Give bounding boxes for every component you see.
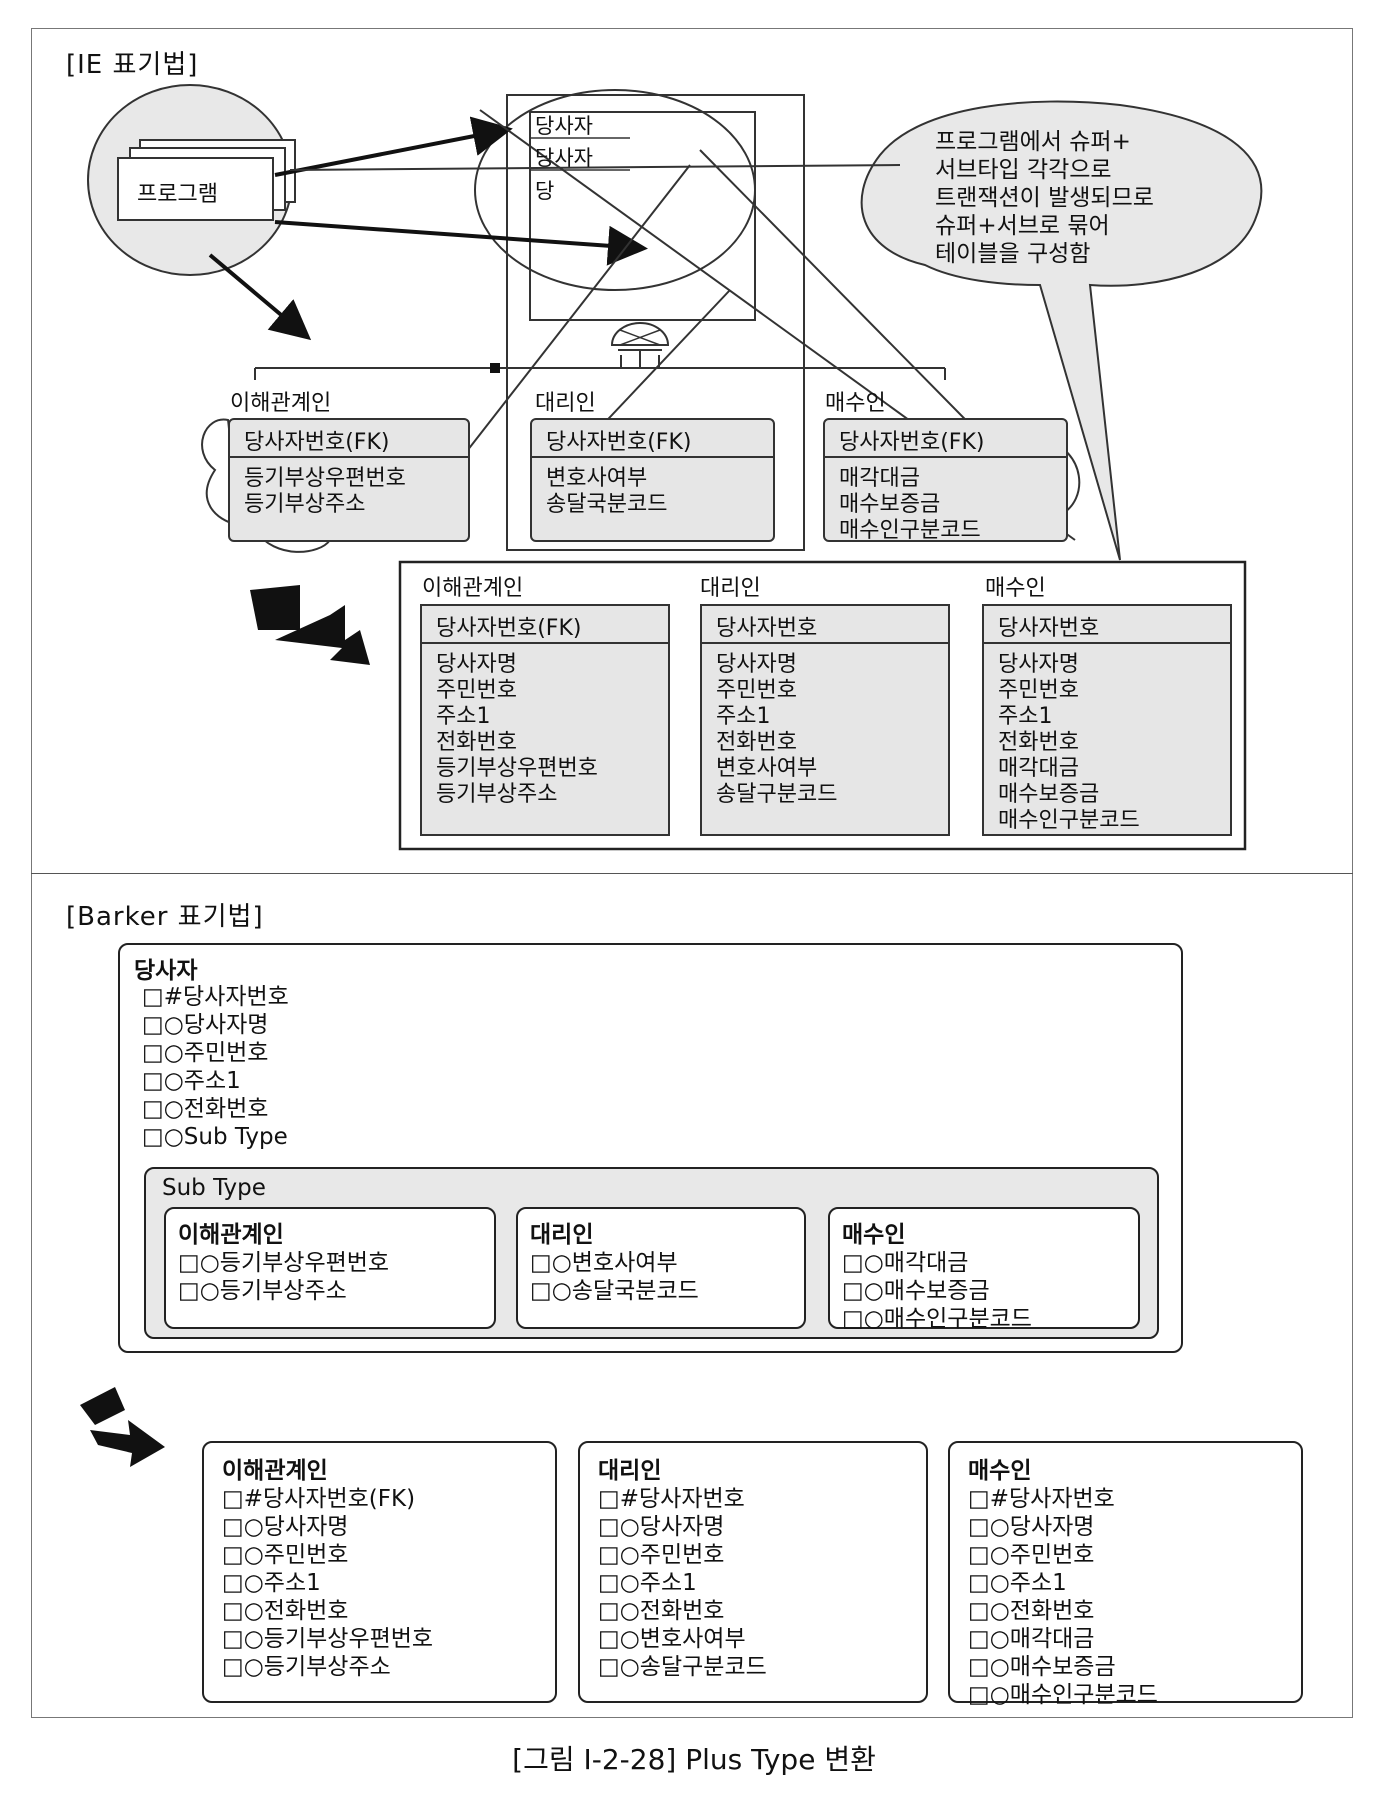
program-document	[117, 157, 274, 221]
pk-field: 당사자번호(FK)	[532, 420, 773, 458]
supertype-name: 당사자	[535, 114, 593, 138]
supertype-entity	[529, 111, 756, 321]
barker-supertype-entity: 당사자 □#당사자번호□○당사자명 □○주민번호□○주소1 □○전화번호□○Su…	[118, 943, 1183, 1353]
barker-subtype-interested: 이해관계인 □○등기부상우편번호□○등기부상주소	[164, 1207, 496, 1329]
figure-caption: [그림 Ⅰ-2-28] Plus Type 변환	[512, 1743, 876, 1776]
barker-result-interested: 이해관계인 □#당사자번호(FK)□○당사자명 □○주민번호□○주소1 □○전화…	[202, 1441, 557, 1703]
pk-field: 당사자번호(FK)	[825, 420, 1066, 458]
supertype-pk: 당사자	[535, 146, 593, 170]
section-divider	[31, 873, 1353, 874]
barker-result-agent: 대리인 □#당사자번호□○당사자명 □○주민번호□○주소1 □○전화번호□○변호…	[578, 1441, 928, 1703]
subtype-label-interested: 이해관계인	[230, 391, 332, 416]
result-label-interested: 이해관계인	[422, 576, 524, 601]
subtype-label-buyer: 매수인	[825, 391, 886, 416]
transform-arrow-icon	[80, 1387, 165, 1467]
entity-name: 당사자	[134, 958, 198, 984]
subtype-group-label: Sub Type	[162, 1175, 266, 1201]
supertype-oval	[474, 89, 756, 291]
ie-section-title: [IE 표기법]	[66, 50, 199, 80]
barker-result-buyer: 매수인 □#당사자번호□○당사자명 □○주민번호□○주소1 □○전화번호□○매각…	[948, 1441, 1303, 1708]
callout-text: 프로그램에서 슈퍼+ 서브타입 각각으로 트랜잭션이 발생되므로 슈퍼+서브로 …	[935, 129, 1154, 267]
barker-section-title: [Barker 표기법]	[66, 902, 264, 932]
pk-field: 당사자번호(FK)	[230, 420, 468, 458]
subtype-symbol	[610, 322, 670, 346]
barker-subtype-agent: 대리인 □○변호사여부□○송달국분코드	[516, 1207, 806, 1329]
subtype-label-agent: 대리인	[535, 391, 596, 416]
subtype-group: Sub Type 이해관계인 □○등기부상우편번호□○등기부상주소 대리인 □○…	[144, 1167, 1159, 1339]
barker-subtype-buyer: 매수인 □○매각대금□○매수보증금□○매수인구분코드	[828, 1207, 1140, 1332]
callout-bubble	[860, 100, 1263, 561]
program-label: 프로그램	[137, 182, 218, 207]
supertype-attr: 당	[535, 179, 555, 203]
result-label-buyer: 매수인	[985, 576, 1046, 601]
result-label-agent: 대리인	[700, 576, 761, 601]
